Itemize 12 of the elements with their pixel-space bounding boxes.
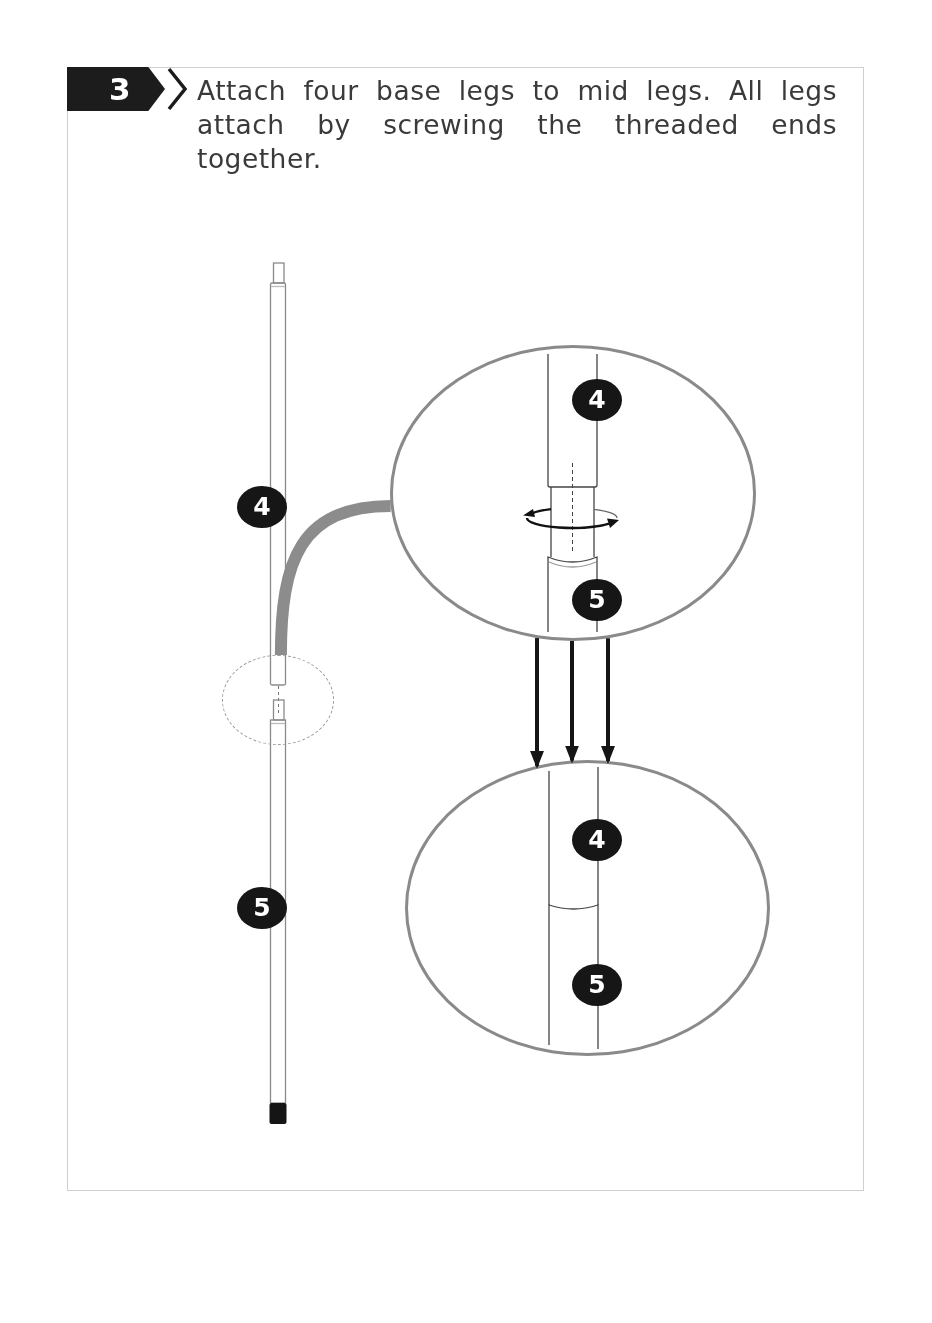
arrow <box>565 641 579 764</box>
instruction-text: Attach four base legs to mid legs. All legs attach by screwing the threaded ends together. <box>197 74 837 176</box>
step-number: 3 <box>67 67 165 111</box>
callout-number: 5 <box>572 964 622 1006</box>
callout-number: 4 <box>572 819 622 861</box>
callout-number: 4 <box>237 486 287 528</box>
callout-number: 5 <box>572 579 622 621</box>
callout-number: 4 <box>572 379 622 421</box>
callout-number: 5 <box>237 887 287 929</box>
arrow <box>530 638 544 769</box>
zoom-connector <box>274 499 392 656</box>
arrow <box>601 638 615 764</box>
